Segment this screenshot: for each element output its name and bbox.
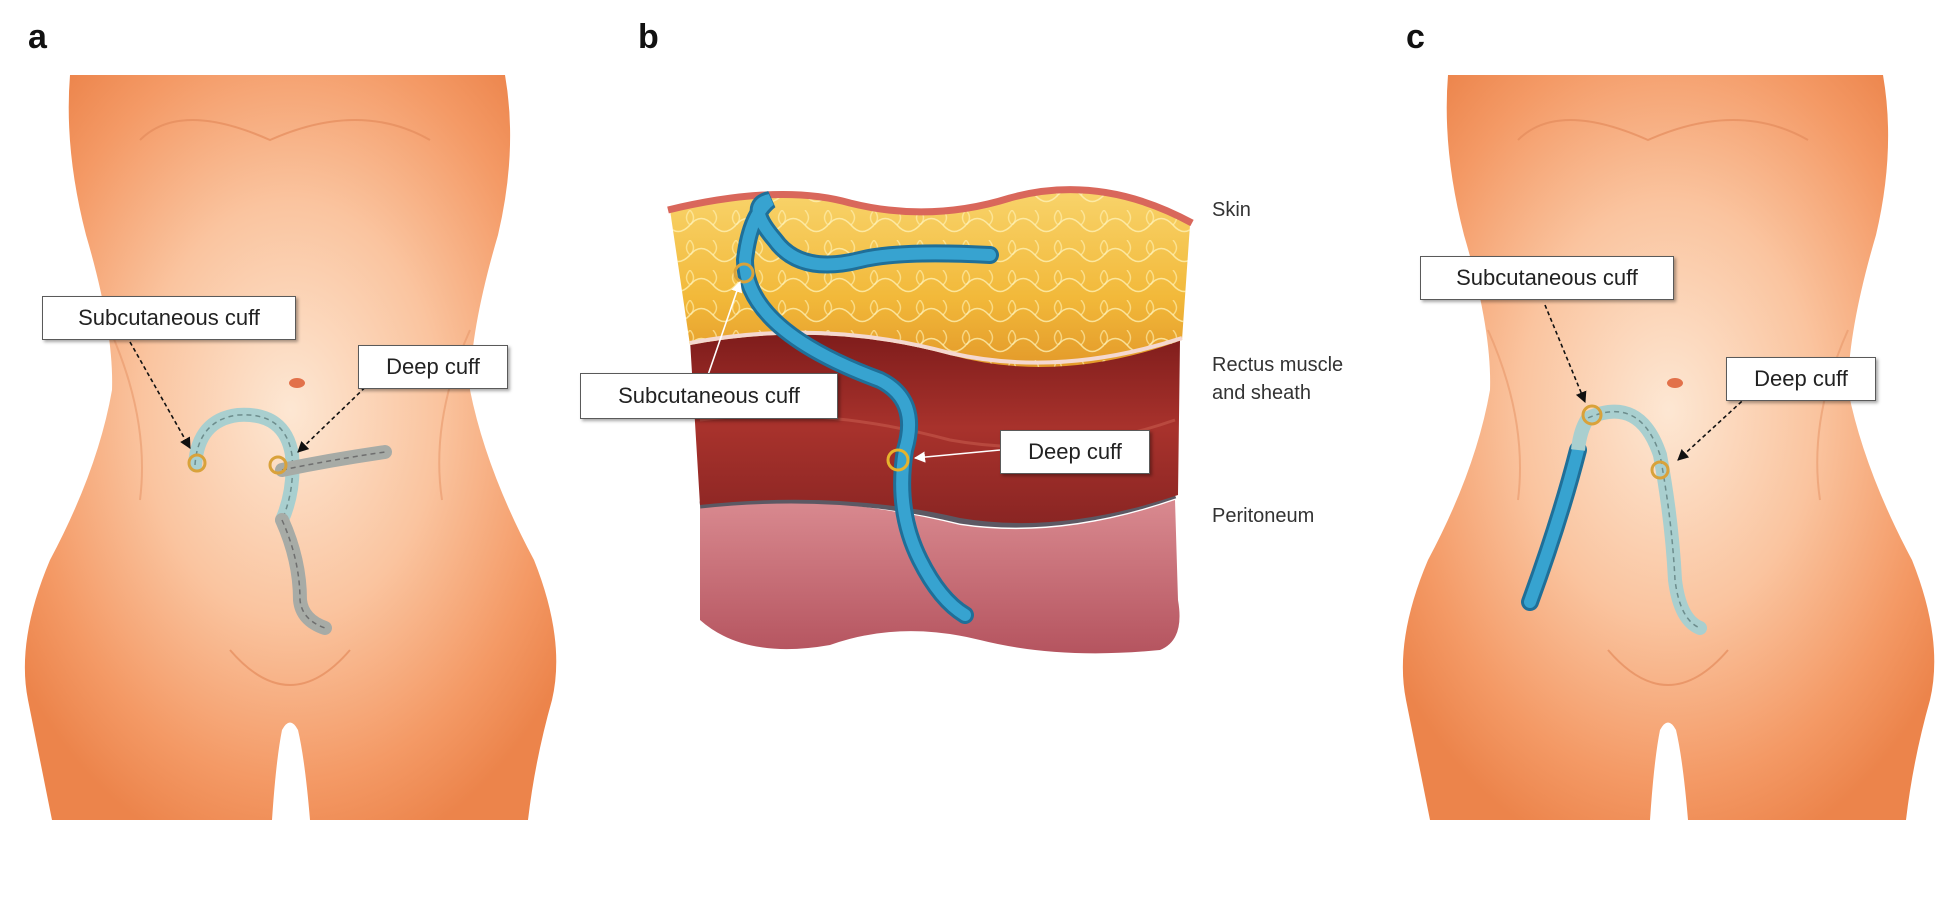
- panel-label-c: c: [1406, 18, 1425, 56]
- callout-b-subcutaneous-cuff: Subcutaneous cuff: [580, 373, 838, 419]
- torso-a-groin-line: [229, 649, 351, 686]
- layer-label-rectus-line1: Rectus muscle: [1212, 354, 1344, 376]
- panel-c-torso: [1402, 75, 1935, 820]
- callout-a-subcutaneous-cuff: Subcutaneous cuff: [42, 296, 296, 340]
- pointer-a-deep: [297, 372, 381, 453]
- navel-c: [1667, 378, 1683, 388]
- cuff-c-subcutaneous: [1581, 404, 1603, 426]
- fat-cell-texture: [670, 191, 1190, 367]
- callout-c-deep-cuff: Deep cuff: [1726, 357, 1876, 401]
- catheter-b-highlight: [738, 194, 996, 621]
- cuff-b-deep: [886, 448, 910, 472]
- catheter-a-loop-outline: [194, 414, 294, 521]
- torso-c-flank-lines: [1487, 329, 1849, 501]
- layer-label-peritoneum: Peritoneum: [1212, 505, 1315, 527]
- catheter-c-ghost-outline: [1587, 410, 1701, 629]
- panel-b-tissue-block: [667, 186, 1194, 654]
- callout-b-deep-cuff: Deep cuff: [1000, 430, 1150, 474]
- cuff-c-deep: [1650, 460, 1670, 480]
- layer-muscle: [690, 332, 1180, 524]
- pointer-a-subcutaneous: [129, 341, 191, 449]
- pointer-c-deep: [1677, 391, 1753, 461]
- panel-a-torso: [24, 75, 557, 820]
- cuff-a-deep: [268, 455, 288, 475]
- layer-label-rectus-line2: and sheath: [1212, 382, 1311, 404]
- panel-label-b: b: [638, 18, 659, 56]
- torso-a-chest-line: [139, 119, 431, 142]
- pointer-b-subcutaneous: [707, 280, 743, 376]
- pointer-b-deep: [913, 449, 1001, 463]
- layer-sheath-line: [689, 330, 1183, 365]
- cuff-a-subcutaneous: [187, 453, 207, 473]
- torso-c-body: [1402, 75, 1935, 820]
- catheter-c-external-highlight: [1524, 444, 1584, 608]
- callout-c-subcutaneous-cuff: Subcutaneous cuff: [1420, 256, 1674, 300]
- pointer-c-subcutaneous: [1544, 304, 1587, 404]
- navel-a: [289, 378, 305, 388]
- layer-peritoneum-cavity: [700, 499, 1180, 654]
- catheter-a-tunnel-outline: [281, 451, 386, 629]
- cuff-b-subcutaneous: [733, 262, 755, 284]
- catheter-c-bend: [1571, 414, 1594, 451]
- torso-c-groin-line: [1607, 649, 1729, 686]
- torso-c-chest-line: [1517, 119, 1809, 142]
- callout-a-deep-cuff: Deep cuff: [358, 345, 508, 389]
- layer-label-skin: Skin: [1212, 199, 1251, 221]
- panel-label-a: a: [28, 18, 47, 56]
